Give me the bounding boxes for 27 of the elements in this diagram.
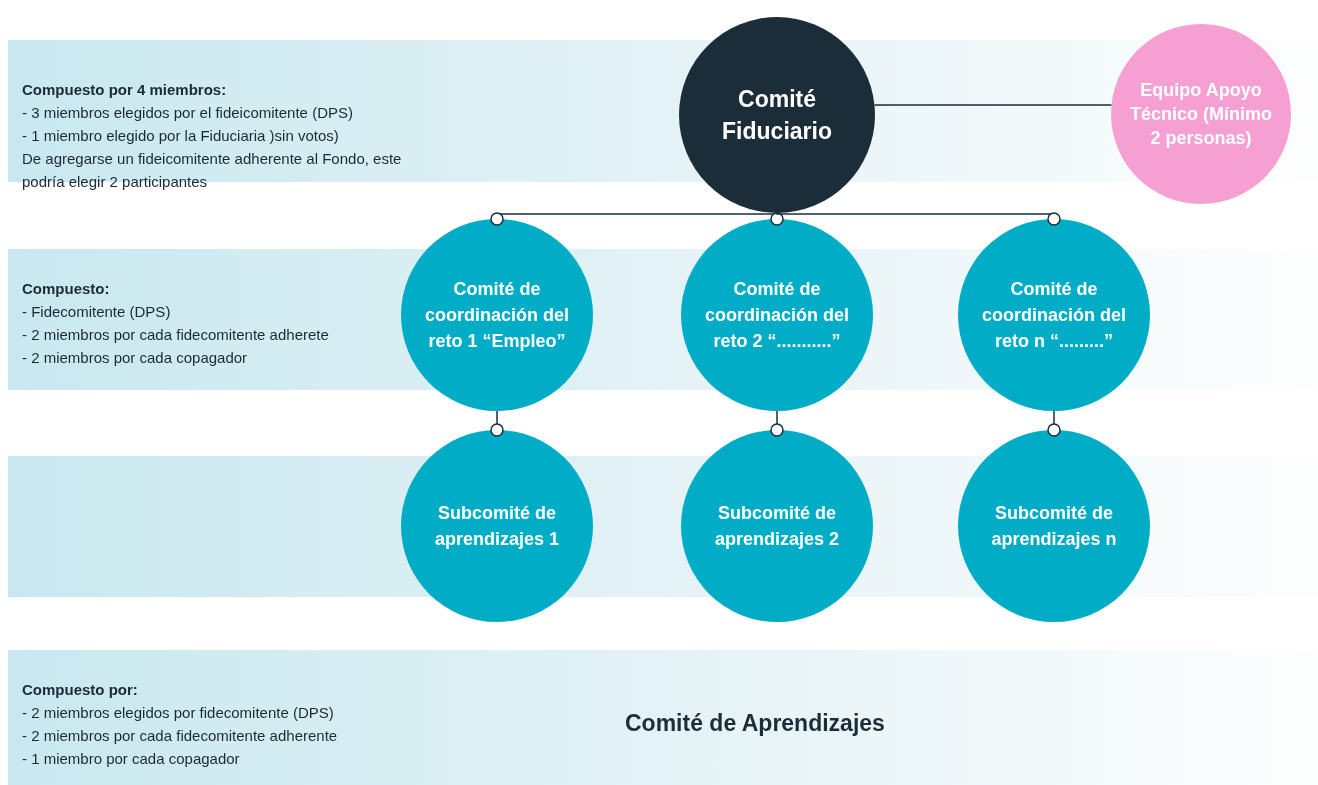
- committee-label: Subcomité de aprendizajes 1: [433, 502, 561, 551]
- committee-label: Comité de coordinación del reto 1 “Empleo”: [424, 278, 570, 353]
- heading: Compuesto por 4 miembros:: [22, 80, 228, 100]
- committee-label: Comité Fiduciario: [721, 85, 833, 146]
- list-item: - 2 miembros elegidos por fidecomitente (DPS): [22, 703, 335, 723]
- heading: Compuesto por:: [22, 680, 139, 700]
- list-item: De agregarse un fideicomitente adherente al Fondo, este podría elegir 2 participantes: [22, 149, 403, 192]
- connector-line: [770, 410, 784, 437]
- list-item: - 2 miembros por cada copagador: [22, 348, 249, 368]
- list-item: - 3 miembros elegidos por el fideicomitente (DPS): [22, 103, 354, 123]
- connector-line: [776, 211, 1061, 226]
- committee-label: Comité de coordinación del reto 2 “...........”: [704, 278, 850, 353]
- list-item: - 2 miembros por cada fidecomitente adherente: [22, 726, 339, 746]
- committee-label: Comité de coordinación del reto n “.........”: [981, 278, 1127, 353]
- committee-title: Comité de Aprendizajes: [625, 710, 885, 737]
- committee-label: Equipo Apoyo Técnico (Mínimo 2 personas): [1129, 79, 1273, 150]
- list-item: - Fidecomitente (DPS): [22, 302, 172, 322]
- connector-line: [770, 212, 784, 226]
- list-item: - 2 miembros por cada fidecomitente adherete: [22, 325, 330, 345]
- connector-line: [1047, 410, 1061, 437]
- connector-line: [490, 410, 504, 437]
- committee-label: Subcomité de aprendizajes n: [990, 502, 1118, 551]
- committee-label: Subcomité de aprendizajes 2: [713, 502, 841, 551]
- heading: Compuesto:: [22, 279, 111, 299]
- list-item: - 1 miembro elegido por la Fiduciaria )sin votos): [22, 126, 340, 146]
- list-item: - 1 miembro por cada copagador: [22, 749, 241, 769]
- connector-line: [873, 104, 1113, 106]
